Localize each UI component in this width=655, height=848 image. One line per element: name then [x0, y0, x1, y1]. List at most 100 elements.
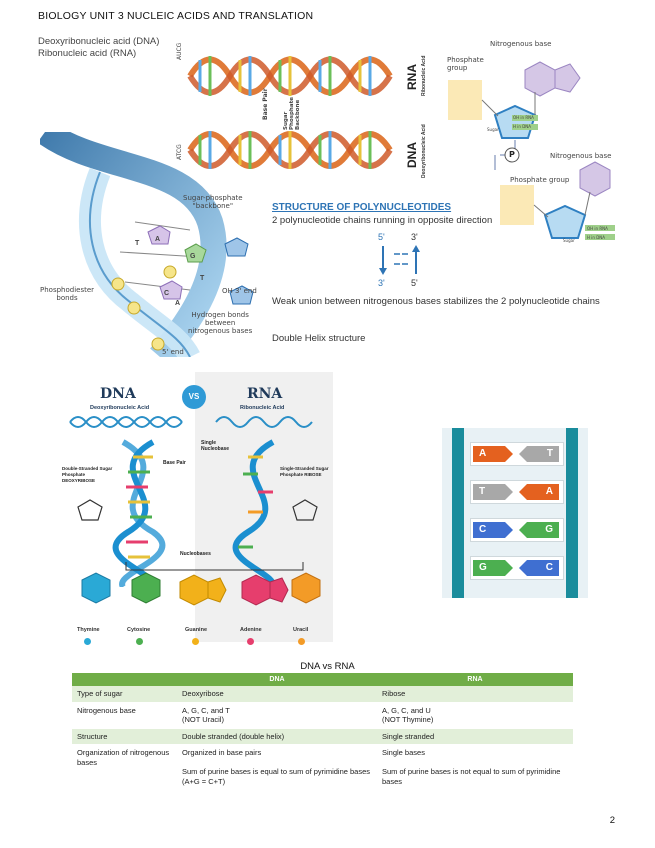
uracil-label: Uracil [293, 627, 309, 633]
dna-label: Deoxyribonucleic acid (DNA) [38, 36, 160, 47]
guanine-label: Guanine [185, 627, 208, 633]
single-nucleobase-label: Single Nucleobase [201, 440, 230, 452]
single-stranded-label: Single-Stranded Sugar Phosphate RIBOSE [280, 466, 329, 477]
table-row: Type of sugar Deoxyribose Ribose [72, 686, 573, 703]
dna-subtitle: Deoxyribonucleic Acid [90, 405, 150, 411]
base-left: G [473, 560, 513, 576]
table-cell: Single stranded [377, 728, 573, 745]
adenine-dot [247, 638, 254, 645]
nucleobases-label: Nucleobases [180, 551, 211, 557]
dna-title: DNA [100, 386, 136, 402]
nitrogenous-base-label-bottom: Nitrogenous base [550, 152, 612, 160]
base-left: A [473, 446, 513, 462]
thymine-label: Thymine [77, 627, 100, 633]
rna-helix [187, 56, 393, 96]
right-backbone [566, 428, 578, 598]
large-helix-illustration [40, 132, 254, 357]
base-left: T [473, 484, 513, 500]
oh-rna-label-top: OH in RNA [513, 115, 534, 120]
guanine-dot [192, 638, 199, 645]
adenine-label: Adenine [240, 627, 262, 633]
base-left: C [473, 522, 513, 538]
structure-title: STRUCTURE OF POLYNUCLEOTIDES [272, 202, 452, 213]
left-backbone [452, 428, 464, 598]
table-cell: Double stranded (double helix) [177, 728, 377, 745]
base-right: G [519, 522, 559, 538]
cytosine-label: Cytosine [127, 627, 151, 633]
sugar-label-bottom: Sugar [563, 238, 575, 243]
table-title: DNA vs RNA [300, 661, 355, 672]
table-cell: Organized in base pairs Sum of purine ba… [177, 744, 377, 790]
three-prime-top: 3' [411, 232, 418, 242]
strand-code-top: AUCG [176, 42, 183, 60]
helix-strands-illustration [187, 56, 393, 169]
sugar-label-top: Sugar [487, 127, 499, 132]
base-C-1: C [164, 290, 170, 297]
dna-helix [187, 131, 393, 169]
phosphodiester-bonds-label: Phosphodiester bonds [40, 286, 95, 302]
table-cell: Type of sugar [72, 686, 177, 703]
page-number: 2 [609, 815, 615, 826]
table-cell: Single bases Sum of purine bases is not … [377, 744, 573, 790]
base-pair-label: Base Pair [262, 88, 269, 120]
table-cell: A, G, C, and T (NOT Uracil) [177, 702, 377, 729]
oh3-end-label: OH 3' end [222, 287, 257, 295]
base-T-2: T [200, 275, 205, 282]
table-row: Organization of nitrogenous bases Organi… [72, 744, 573, 790]
vs-badge: VS [182, 385, 206, 409]
table-cell: Nitrogenous base [72, 702, 177, 729]
base-T-1: T [135, 240, 140, 247]
table-cell: Ribose [377, 686, 573, 703]
structure-line1: 2 polynucleotide chains running in oppos… [272, 215, 493, 226]
antiparallel-arrows-icon [379, 245, 420, 275]
rna-label: Ribonucleic acid (RNA) [38, 48, 137, 59]
nitrogenous-base-label-top: Nitrogenous base [490, 40, 552, 48]
base-right: C [519, 560, 559, 576]
base-G-1: G [190, 253, 196, 260]
h-dna-label-bottom: H in DNA [587, 235, 606, 240]
base-A-1: A [155, 236, 161, 243]
h-dna-label-top: H in DNA [513, 124, 532, 129]
p-symbol: P [509, 150, 515, 159]
dna-side-sublabel: Deoxyribonucleic Acid [421, 124, 427, 178]
double-stranded-label: Double-Stranded Sugar Phosphate DEOXYRIB… [62, 466, 113, 483]
rna-title: RNA [247, 386, 283, 402]
structure-line2: Weak union between nitrogenous bases sta… [272, 296, 600, 307]
sugar-backbone-label: Sugar Phosphate Backbone [283, 97, 301, 130]
three-prime-bottom: 3' [378, 278, 385, 288]
structure-line3: Double Helix structure [272, 333, 366, 344]
rna-side-sublabel: Ribonucleic Acid [421, 55, 427, 96]
table-cell: Organization of nitrogenous bases [72, 744, 177, 790]
p-circle-icon [504, 147, 520, 163]
base-right: A [519, 484, 559, 500]
table-header-blank [72, 673, 177, 686]
cytosine-dot [136, 638, 143, 645]
dna-side-label: DNA [405, 142, 419, 168]
phosphate-box-top [448, 80, 482, 120]
dna-rna-helix-illustration [69, 416, 318, 587]
nucleobase-molecules [81, 572, 321, 606]
base-right: T [519, 446, 559, 462]
five-prime-bottom: 5' [411, 278, 418, 288]
dna-rna-comparison-table: DNA RNA Type of sugar Deoxyribose Ribose… [72, 673, 573, 790]
sugar-phosphate-backbone-label: Sugar-phosphate "backbone" [183, 194, 243, 210]
table-cell: A, G, C, and U (NOT Thymine) [377, 702, 573, 729]
table-header-rna: RNA [377, 673, 573, 686]
base-pair-fig-label: Base Pair [163, 460, 186, 466]
thymine-dot [84, 638, 91, 645]
phosphate-group-label-top: Phosphate group [447, 56, 484, 72]
rna-side-label: RNA [405, 64, 419, 90]
five-prime-top: 5' [378, 232, 385, 242]
table-cell: Structure [72, 728, 177, 745]
table-row: Nitrogenous base A, G, C, and T (NOT Ura… [72, 702, 573, 729]
phosphate-group-label-bottom: Phosphate group [510, 176, 570, 184]
five-end-label: 5' end [162, 348, 184, 356]
oh-rna-label-bottom: OH in RNA [587, 226, 608, 231]
document-header: BIOLOGY UNIT 3 NUCLEIC ACIDS AND TRANSLA… [38, 10, 314, 22]
uracil-dot [298, 638, 305, 645]
table-cell: Deoxyribose [177, 686, 377, 703]
